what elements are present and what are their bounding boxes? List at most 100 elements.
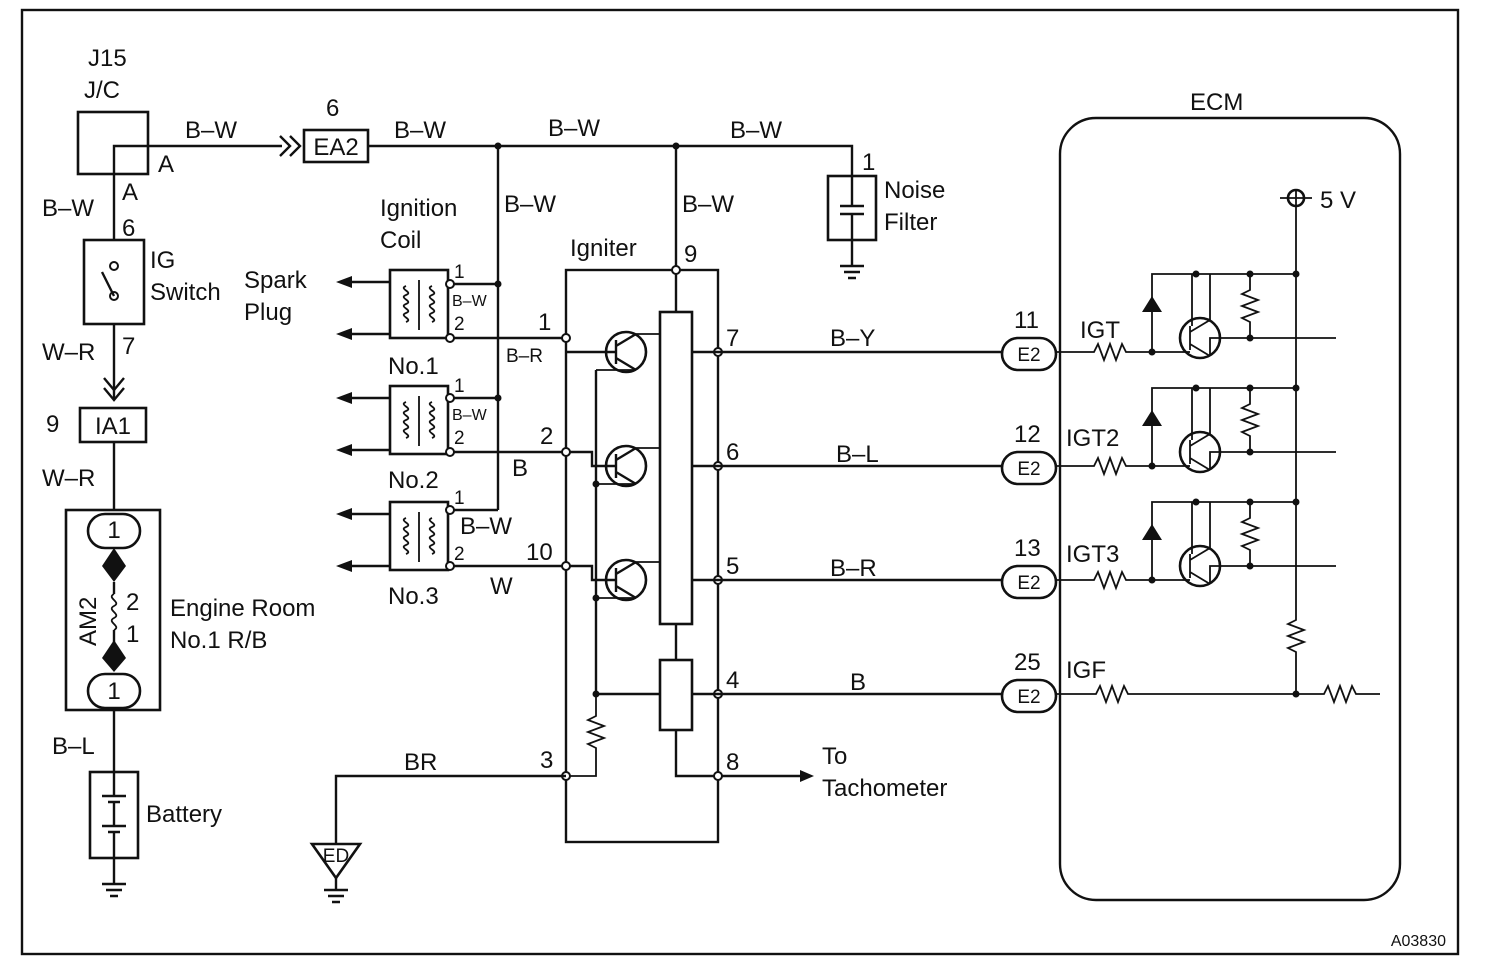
ig-switch-pin-bottom: 7 [122, 333, 135, 360]
wire-label-bw-coil3: B–W [460, 513, 512, 540]
fuse-am2-label: AM2 [75, 597, 102, 646]
connector-ea2: 6 EA2 [302, 95, 370, 164]
coil1-pin1: 1 [454, 262, 465, 283]
ground-ed: ED [309, 842, 363, 904]
ecm-pin-igf: 25 [1014, 649, 1041, 676]
ignition-coil-2: 1 2 B–W No.2 [336, 376, 488, 494]
wire-label-bw-4: B–W [730, 117, 782, 144]
wire-label-wr-2: W–R [42, 465, 95, 492]
igniter: Igniter B–W 9 3 7 [540, 146, 814, 844]
ea2-pin-label: 6 [326, 95, 339, 122]
wire-label-bl-2: B–L [836, 441, 879, 468]
ecm-pin-igt: 11 [1014, 307, 1039, 334]
ignition-coil-3: 1 2 B–W No.3 [336, 488, 512, 610]
junction-connector-j15: J15 J/C A A [76, 45, 174, 206]
igniter-pin-gnd: 3 [540, 747, 553, 774]
wire-label-brown: BR [404, 749, 437, 776]
rb-pin-top: 1 [107, 517, 120, 544]
wire-bw-bus [368, 144, 854, 176]
ecm-connector-e2-1: E2 [1017, 345, 1040, 366]
ignition-coil-label-2: Coil [380, 227, 421, 254]
figure-id: A03830 [1391, 933, 1446, 950]
wire-label-bw-3: B–W [548, 115, 600, 142]
ecm: ECM E2 11 IGT E2 12 IGT2 E2 13 IGT3 E2 2… [1000, 89, 1402, 902]
igniter-pin-in1: 1 [538, 309, 551, 336]
wire-label-bw-7: B–W [682, 191, 734, 218]
ground-ed-label: ED [323, 846, 349, 867]
ecm-driver-3 [1056, 498, 1336, 591]
igniter-pin-top: 9 [684, 241, 697, 268]
wire-label-bw-1: B–W [185, 117, 237, 144]
ecm-5v-label: 5 V [1320, 187, 1356, 214]
ecm-connector-e2-4: E2 [1017, 687, 1040, 708]
battery: Battery [88, 770, 222, 898]
ignition-coil-label-1: Ignition [380, 195, 457, 222]
battery-label: Battery [146, 801, 222, 828]
wire-label-b-2: B [850, 669, 866, 696]
noise-filter-label-2: Filter [884, 209, 937, 236]
ia1-pin-label: 9 [46, 411, 59, 438]
jc-id-label: J15 [88, 45, 127, 72]
ecm-pin-igt2: 12 [1014, 421, 1041, 448]
connector-arrow-ea2 [279, 135, 302, 157]
ecm-igt-label: IGT [1080, 317, 1120, 344]
igniter-pin-out5: 5 [726, 553, 739, 580]
ignition-coil-1: 1 2 B–W No.1 [336, 262, 488, 380]
noise-filter-label-1: Noise [884, 177, 945, 204]
wire-label-w-1: W [490, 573, 513, 600]
ecm-driver-1 [1056, 270, 1336, 363]
wire-label-br-1: B–R [506, 346, 543, 367]
wire-label-bl-1: B–L [52, 733, 95, 760]
fuse-pin-bottom: 1 [126, 621, 139, 648]
igniter-pin-out6: 6 [726, 439, 739, 466]
wire-label-br-2: B–R [830, 555, 877, 582]
coil3-pin2: 2 [454, 544, 465, 565]
wire-label-bw-5: B–W [42, 195, 94, 222]
coil2-pin1: 1 [454, 376, 465, 397]
igniter-pin-in2: 2 [540, 423, 553, 450]
ecm-igf-label: IGF [1066, 657, 1106, 684]
connector-ia1: 9 IA1 [46, 406, 148, 444]
wire-label-bw-2: B–W [394, 117, 446, 144]
rb-pin-bottom: 1 [107, 678, 120, 705]
rb-label-1: Engine Room [170, 595, 315, 622]
igniter-pin-out8: 8 [726, 749, 739, 776]
spark-plug-label-1: Spark [244, 267, 308, 294]
coil2-pin2: 2 [454, 428, 465, 449]
ecm-pin-igt3: 13 [1014, 535, 1041, 562]
ecm-label: ECM [1190, 89, 1243, 116]
wire-label-bw-coil1: B–W [452, 293, 488, 310]
rb-label-2: No.1 R/B [170, 627, 267, 654]
ecm-igt3-label: IGT3 [1066, 541, 1119, 568]
to-tachometer-label-2: Tachometer [822, 775, 947, 802]
igniter-pin-out7: 7 [726, 325, 739, 352]
to-tachometer-label-1: To [822, 743, 847, 770]
coil1-pin2: 2 [454, 314, 465, 335]
noise-filter: 1 Noise Filter [826, 149, 945, 280]
wire-label-bw-coil2: B–W [452, 407, 488, 424]
engine-room-relay-block: 1 1 AM2 2 1 Engine Room No.1 R/B [64, 508, 315, 712]
coil3-pin1: 1 [454, 488, 465, 509]
spark-plug-label-2: Plug [244, 299, 292, 326]
wire-label-wr-1: W–R [42, 339, 95, 366]
coil2-label: No.2 [388, 467, 439, 494]
wire-label-by: B–Y [830, 325, 875, 352]
igniter-pin-out4: 4 [726, 667, 739, 694]
igniter-pin-in3: 10 [526, 539, 553, 566]
ea2-label: EA2 [313, 134, 358, 161]
jc-pin-a-top: A [158, 151, 174, 178]
ig-switch-label-1: IG [150, 247, 175, 274]
igniter-label: Igniter [570, 235, 637, 262]
ig-switch-pin-top: 6 [122, 215, 135, 242]
ig-switch: IG Switch [82, 238, 221, 326]
ecm-igt2-label: IGT2 [1066, 425, 1119, 452]
wire-br-ground [334, 774, 566, 850]
ig-switch-label-2: Switch [150, 279, 221, 306]
jc-name-label: J/C [84, 77, 120, 104]
wire-label-bw-6: B–W [504, 191, 556, 218]
ecm-connector-e2-2: E2 [1017, 459, 1040, 480]
ecm-connector-e2-3: E2 [1017, 573, 1040, 594]
jc-pin-a-bottom: A [122, 179, 138, 206]
